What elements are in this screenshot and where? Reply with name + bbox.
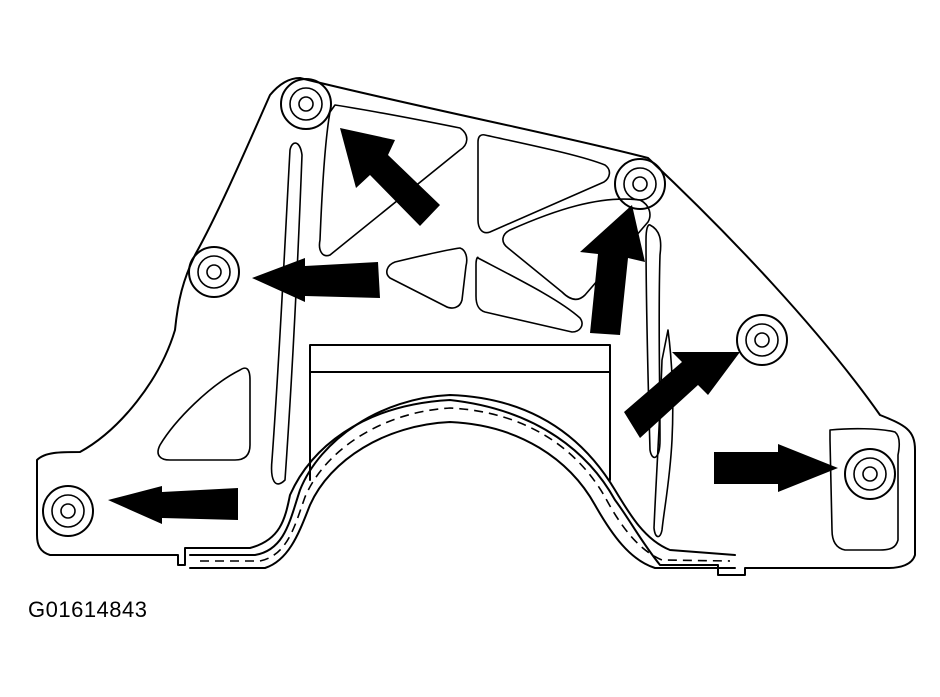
arrow-to-top-right-bolt: [580, 205, 645, 335]
arrow-to-top-left-bolt: [340, 128, 440, 226]
lower-right-cutout: [829, 427, 901, 551]
right-slot: [645, 224, 662, 459]
bolt-bottom-left: [42, 485, 94, 537]
far-right-slot: [653, 329, 674, 538]
bolt-middle-right: [736, 314, 788, 366]
arch-inner: [189, 421, 736, 569]
arrow-to-middle-left-bolt: [252, 258, 380, 302]
top-center-cutout: [318, 104, 468, 257]
middle-right-cutout: [475, 256, 583, 333]
arch-outer: [189, 394, 736, 556]
bolt-middle-left: [188, 246, 240, 298]
bolt-bottom-right: [844, 448, 896, 500]
arrow-to-middle-right-bolt: [624, 352, 740, 438]
arch-centerline: [200, 407, 731, 562]
middle-left-cutout: [386, 247, 468, 309]
figure-caption: G01614843: [28, 597, 148, 622]
right-long-cutout: [502, 198, 651, 301]
left-slot: [270, 142, 303, 485]
top-right-cutout: [477, 133, 611, 234]
left-triangle-cutout: [157, 367, 251, 461]
bracket-outline: [36, 77, 916, 576]
arrow-to-bottom-left-bolt: [108, 486, 238, 524]
bolt-top-left: [280, 78, 332, 130]
cross-beam: [309, 344, 611, 481]
bolt-top-right: [614, 158, 666, 210]
arrow-to-bottom-right-bolt: [714, 444, 838, 492]
